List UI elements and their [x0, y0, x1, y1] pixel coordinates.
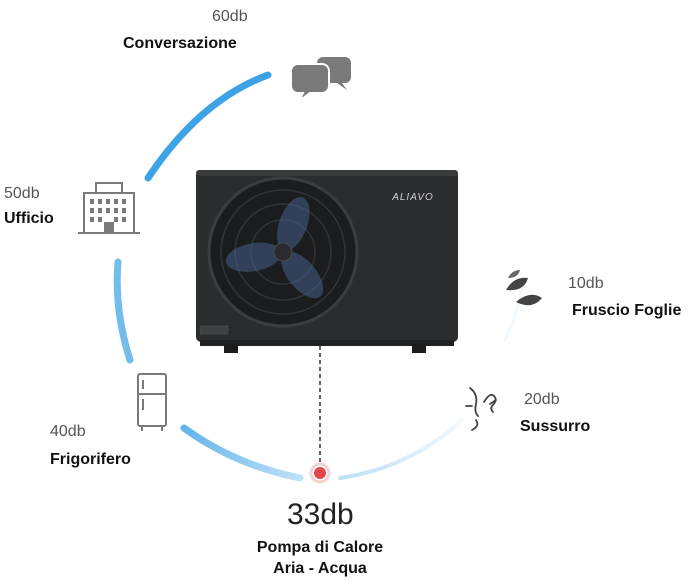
heat-pump-label-line2: Aria - Acqua [273, 560, 367, 577]
level-db-fruscio-foglie: 10db [568, 275, 604, 292]
level-label-ufficio: Ufficio [4, 210, 54, 227]
leaves-icon [506, 270, 542, 306]
level-db-conversazione: 60db [212, 8, 248, 25]
nameplate [199, 325, 229, 335]
arc-segment-top [144, 71, 272, 182]
level-label-fruscio-foglie: Fruscio Foglie [572, 302, 682, 319]
refrigerator-icon [137, 373, 167, 431]
office-building-icon [78, 182, 140, 234]
heat-pump-unit: ALIAVO [196, 170, 458, 353]
whisper-icon [465, 387, 497, 431]
level-db-sussurro: 20db [524, 391, 560, 408]
noise-scale-arc [113, 71, 524, 482]
level-db-frigorifero: 40db [50, 423, 86, 440]
arc-segment-bottom-right [338, 418, 464, 480]
level-label-sussurro: Sussurro [520, 418, 591, 435]
heat-pump-marker [314, 467, 326, 479]
level-label-conversazione: Conversazione [123, 35, 237, 52]
heat-pump-label: Pompa di Calore Aria - Acqua [220, 537, 420, 579]
arc-segment-left [113, 258, 134, 364]
heat-pump-db: 33db [287, 498, 354, 531]
level-db-ufficio: 50db [4, 185, 40, 202]
heat-pump-label-line1: Pompa di Calore [256, 539, 384, 556]
fan-blades [225, 197, 324, 299]
speech-bubbles-icon [290, 57, 351, 102]
arc-segment-bottom-left [180, 424, 304, 482]
brand-logo: ALIAVO [391, 192, 434, 203]
level-label-frigorifero: Frigorifero [50, 451, 131, 468]
